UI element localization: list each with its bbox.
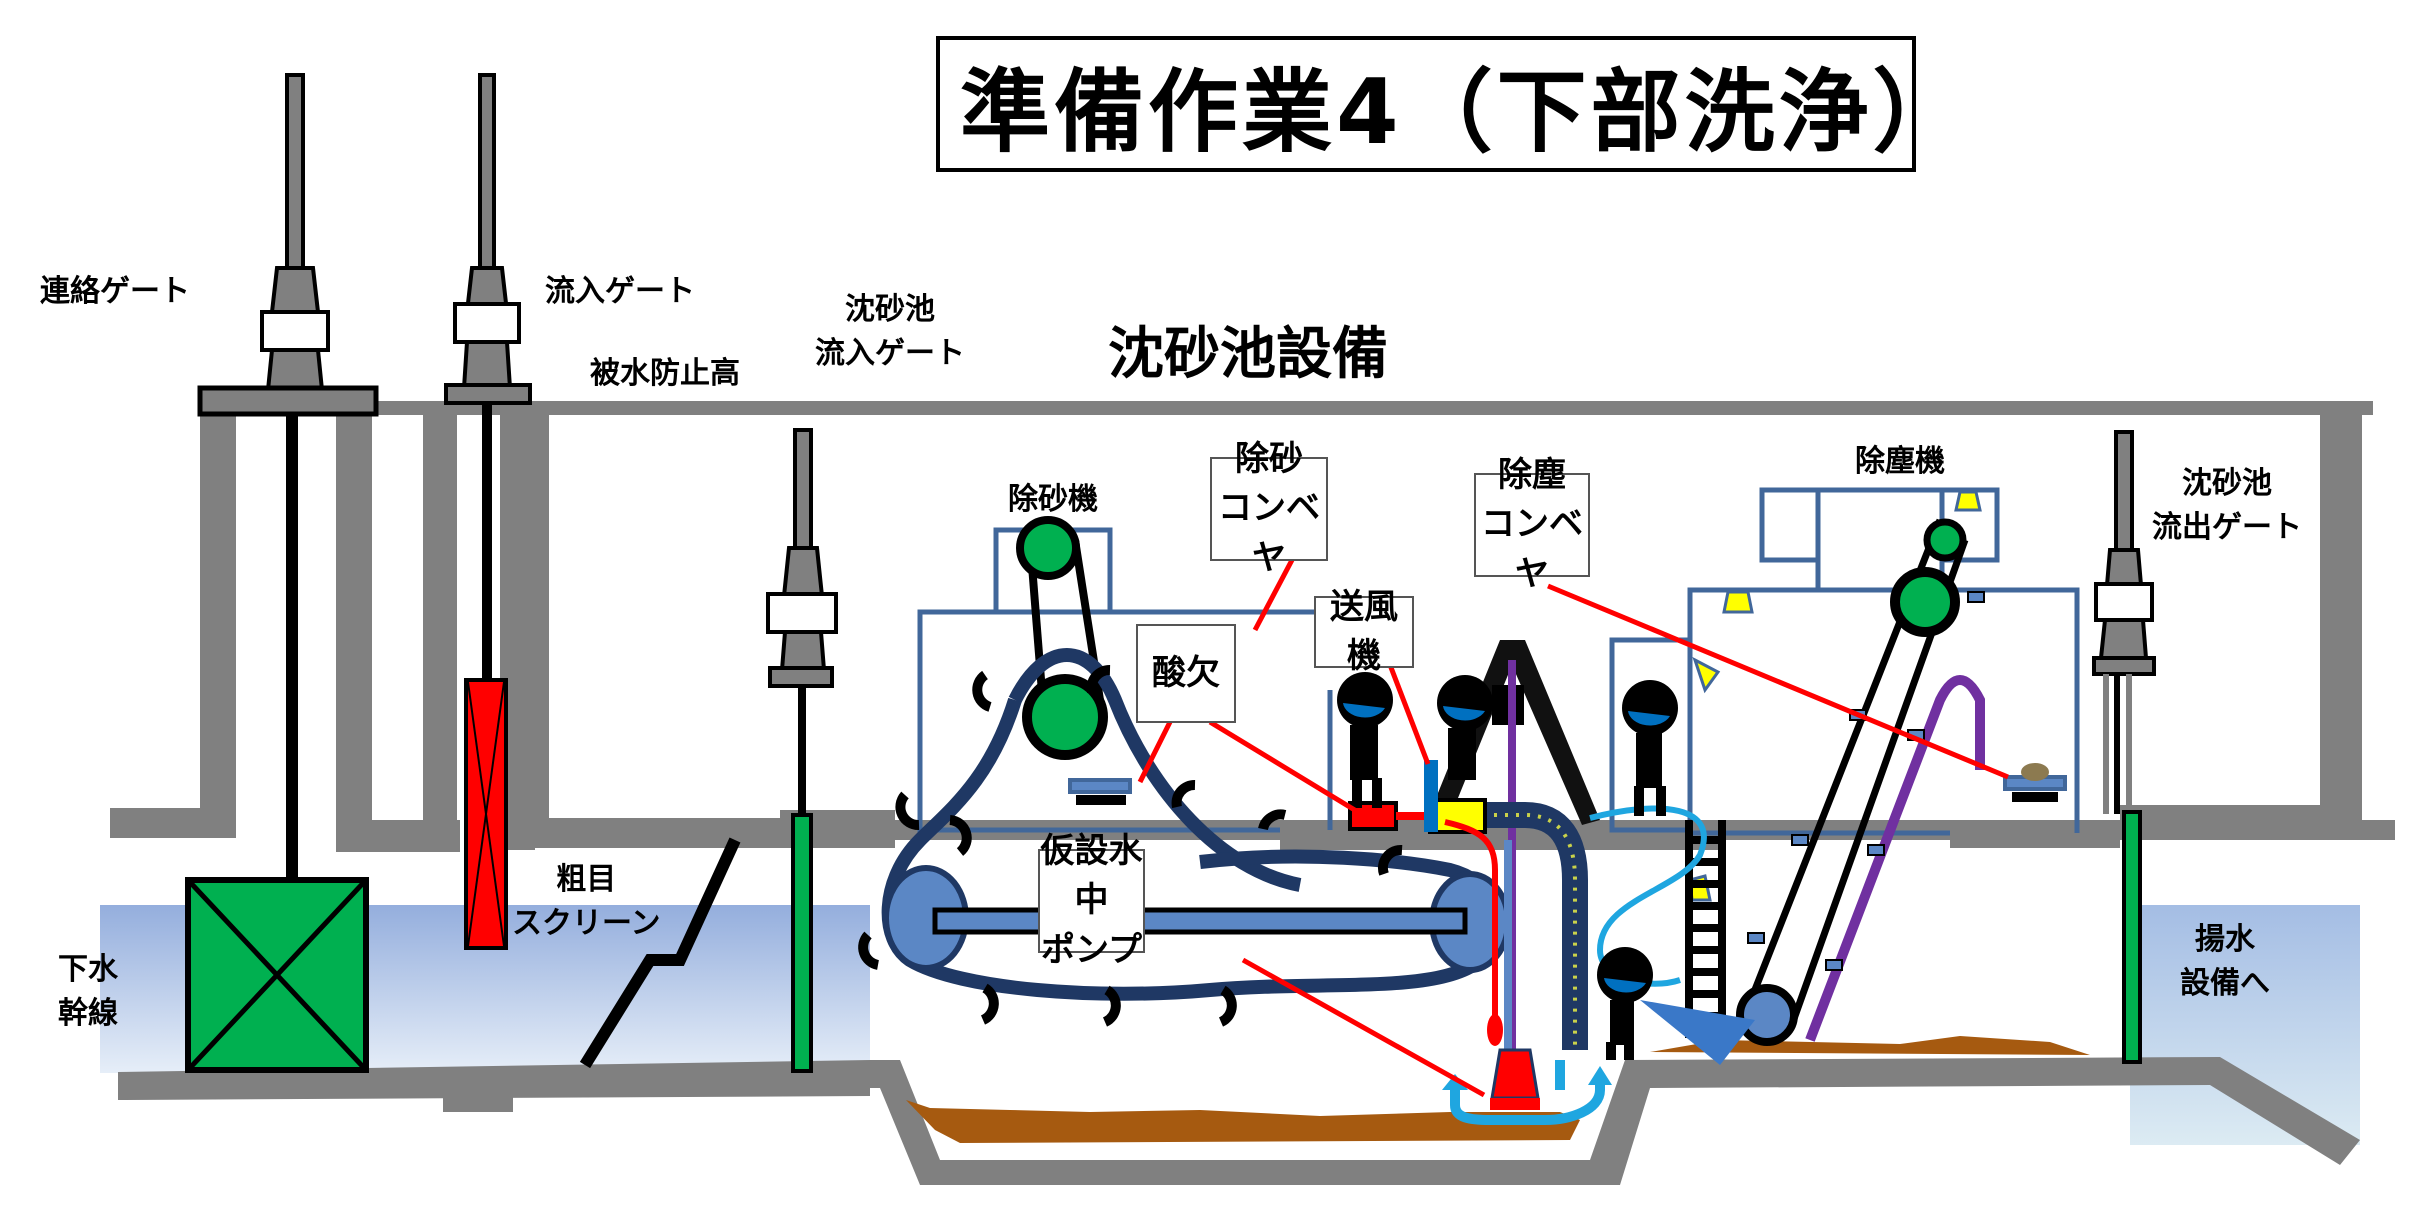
label-connection-gate: 連絡ゲート (40, 274, 190, 309)
grit-remover-frame (917, 527, 1340, 833)
callout-dust-conveyor: 除塵 コンベヤ (1474, 455, 1590, 594)
label-line: スクリーン (512, 905, 661, 941)
dust-remover-conveyor (1688, 490, 2067, 1046)
worker-2 (1437, 675, 1493, 780)
worker-3 (1622, 680, 1678, 816)
leader-lines (1137, 558, 2009, 1098)
label-flood-prevention-level: 被水防止高 (590, 356, 740, 391)
label-line: 沈砂池 (2182, 466, 2272, 501)
callout-line: コンベヤ (1218, 488, 1320, 578)
inflow-gate (444, 73, 532, 950)
label-line: 設備へ (2180, 965, 2270, 1001)
callout-line: コンベヤ (1481, 504, 1583, 594)
label-line: 揚水 (2195, 922, 2255, 957)
sludge-floor (1650, 1036, 2090, 1055)
label-line: 幹線 (58, 995, 118, 1031)
callout-line: 送風機 (1330, 586, 1398, 676)
callout-grit-conveyor: 除砂 コンベヤ (1210, 439, 1328, 578)
label-sewer-trunk: 下水 幹線 (58, 948, 118, 1035)
label-line: 粗目 (556, 862, 617, 897)
ladder (1685, 820, 1726, 1038)
grit-remover-belt (858, 516, 1511, 1027)
callout-line: 除塵 (1498, 455, 1566, 496)
tripod-and-pump (1348, 640, 1707, 1125)
workers (1337, 672, 1755, 1065)
label-inflow-gate: 流入ゲート (545, 274, 695, 309)
section-title: 沈砂池設備 (1108, 322, 1388, 387)
callout-line: 除砂 (1235, 439, 1303, 480)
callout-blower: 送風機 (1314, 587, 1414, 676)
label-line: 流入ゲート (815, 335, 965, 371)
worker-1 (1337, 672, 1393, 808)
page-title: 準備作業4（下部洗浄） (960, 60, 1967, 165)
label-to-pumping-facility: 揚水 設備へ (2180, 918, 2270, 1005)
label-line: 沈砂池 (845, 292, 935, 327)
label-grit-chamber-outflow-gate: 沈砂池 流出ゲート (2152, 462, 2302, 549)
label-line: 下水 (58, 952, 118, 987)
callout-line: 酸欠 (1152, 652, 1220, 693)
label-grit-remover: 除砂機 (1008, 482, 1098, 517)
connection-gate (185, 73, 379, 1073)
callout-line: 仮設水中 (1040, 831, 1143, 921)
callout-temp-submersible-pump: 仮設水中 ポンプ (1038, 831, 1145, 970)
grit-chamber-inflow-gate (766, 428, 838, 1073)
sludge-channel (906, 1100, 1580, 1143)
label-dust-remover: 除塵機 (1855, 444, 1945, 479)
callout-oxygen-deficiency: 酸欠 (1136, 624, 1236, 723)
label-line: 流出ゲート (2152, 509, 2302, 545)
coarse-screen (579, 837, 741, 1069)
label-coarse-screen: 粗目 スクリーン (512, 858, 661, 945)
page-title-box: 準備作業4（下部洗浄） (936, 36, 1963, 172)
grit-chamber-outflow-gate (2092, 430, 2156, 1064)
callout-line: ポンプ (1041, 929, 1142, 970)
worker-4 (1597, 947, 1755, 1065)
label-grit-chamber-inflow-gate: 沈砂池 流入ゲート (815, 288, 965, 375)
